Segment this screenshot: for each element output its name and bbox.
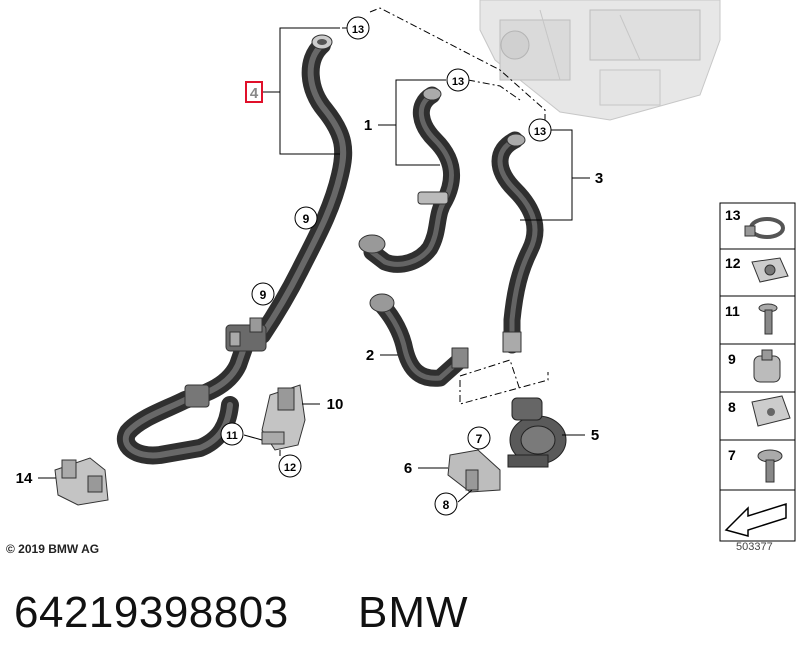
callout-13-top-label: 13 bbox=[352, 24, 364, 36]
hose-clamp bbox=[311, 34, 333, 50]
label-10: 10 bbox=[327, 396, 344, 413]
diagram-reference-number: 503377 bbox=[736, 541, 773, 553]
legend-label-13: 13 bbox=[725, 207, 741, 223]
callout-9-upper: 9 bbox=[294, 206, 318, 230]
holder-part-10 bbox=[261, 384, 306, 451]
bracket-part-6 bbox=[447, 449, 501, 493]
callout-13-right-label: 13 bbox=[534, 126, 546, 138]
hose-part-3 bbox=[491, 131, 544, 354]
legend-label-7: 7 bbox=[728, 447, 736, 463]
hose-part-9 bbox=[117, 36, 353, 465]
engine-leader-lines bbox=[369, 7, 549, 405]
callout-13-mid: 13 bbox=[446, 68, 470, 92]
screw-icon bbox=[758, 303, 778, 335]
callout-13-top: 13 bbox=[346, 16, 370, 40]
callout-8: 8 bbox=[434, 492, 458, 516]
highlight-box-4 bbox=[245, 81, 263, 103]
callout-8-label: 8 bbox=[443, 498, 450, 512]
legend-label-8: 8 bbox=[728, 399, 736, 415]
callout-7: 7 bbox=[467, 426, 491, 450]
hose-part-1 bbox=[358, 86, 461, 273]
callout-13-mid-label: 13 bbox=[452, 76, 464, 88]
part-number: 64219398803 bbox=[14, 588, 289, 637]
label-6: 6 bbox=[404, 460, 412, 477]
callout-11-label: 11 bbox=[226, 430, 238, 442]
label-14: 14 bbox=[16, 470, 33, 487]
callout-13-right: 13 bbox=[528, 118, 552, 142]
bolt-icon bbox=[757, 449, 783, 483]
legend-label-11: 11 bbox=[725, 303, 740, 319]
spring-nut-icon bbox=[751, 395, 791, 427]
label-3: 3 bbox=[595, 170, 603, 187]
label-1: 1 bbox=[364, 117, 372, 134]
legend-label-9: 9 bbox=[728, 351, 736, 367]
brand-name: BMW bbox=[358, 588, 469, 637]
hose-part-2 bbox=[369, 293, 469, 387]
label-4: 4 bbox=[250, 85, 259, 102]
fastener-legend: 13 12 11 9 8 7 bbox=[719, 202, 796, 542]
callout-9-lower-label: 9 bbox=[260, 288, 267, 302]
label-5: 5 bbox=[591, 427, 599, 444]
callout-7-label: 7 bbox=[476, 432, 483, 446]
legend-label-12: 12 bbox=[725, 255, 741, 271]
callout-9-upper-label: 9 bbox=[303, 212, 310, 226]
callout-11: 11 bbox=[220, 422, 244, 446]
clip-icon bbox=[753, 349, 781, 383]
holder-part-14 bbox=[54, 457, 109, 506]
engine-block-illustration bbox=[479, 0, 721, 121]
callout-12-label: 12 bbox=[284, 462, 296, 474]
water-pump-part-5 bbox=[507, 397, 567, 468]
label-2: 2 bbox=[366, 347, 374, 364]
hose-t-fitting bbox=[184, 317, 267, 408]
nut-clip-icon bbox=[751, 257, 789, 283]
callout-12: 12 bbox=[278, 454, 302, 478]
hose-clamp-icon bbox=[744, 217, 785, 239]
copyright-notice: © 2019 BMW AG bbox=[6, 542, 100, 556]
direction-arrow-icon bbox=[724, 502, 787, 537]
callout-9-lower: 9 bbox=[251, 282, 275, 306]
